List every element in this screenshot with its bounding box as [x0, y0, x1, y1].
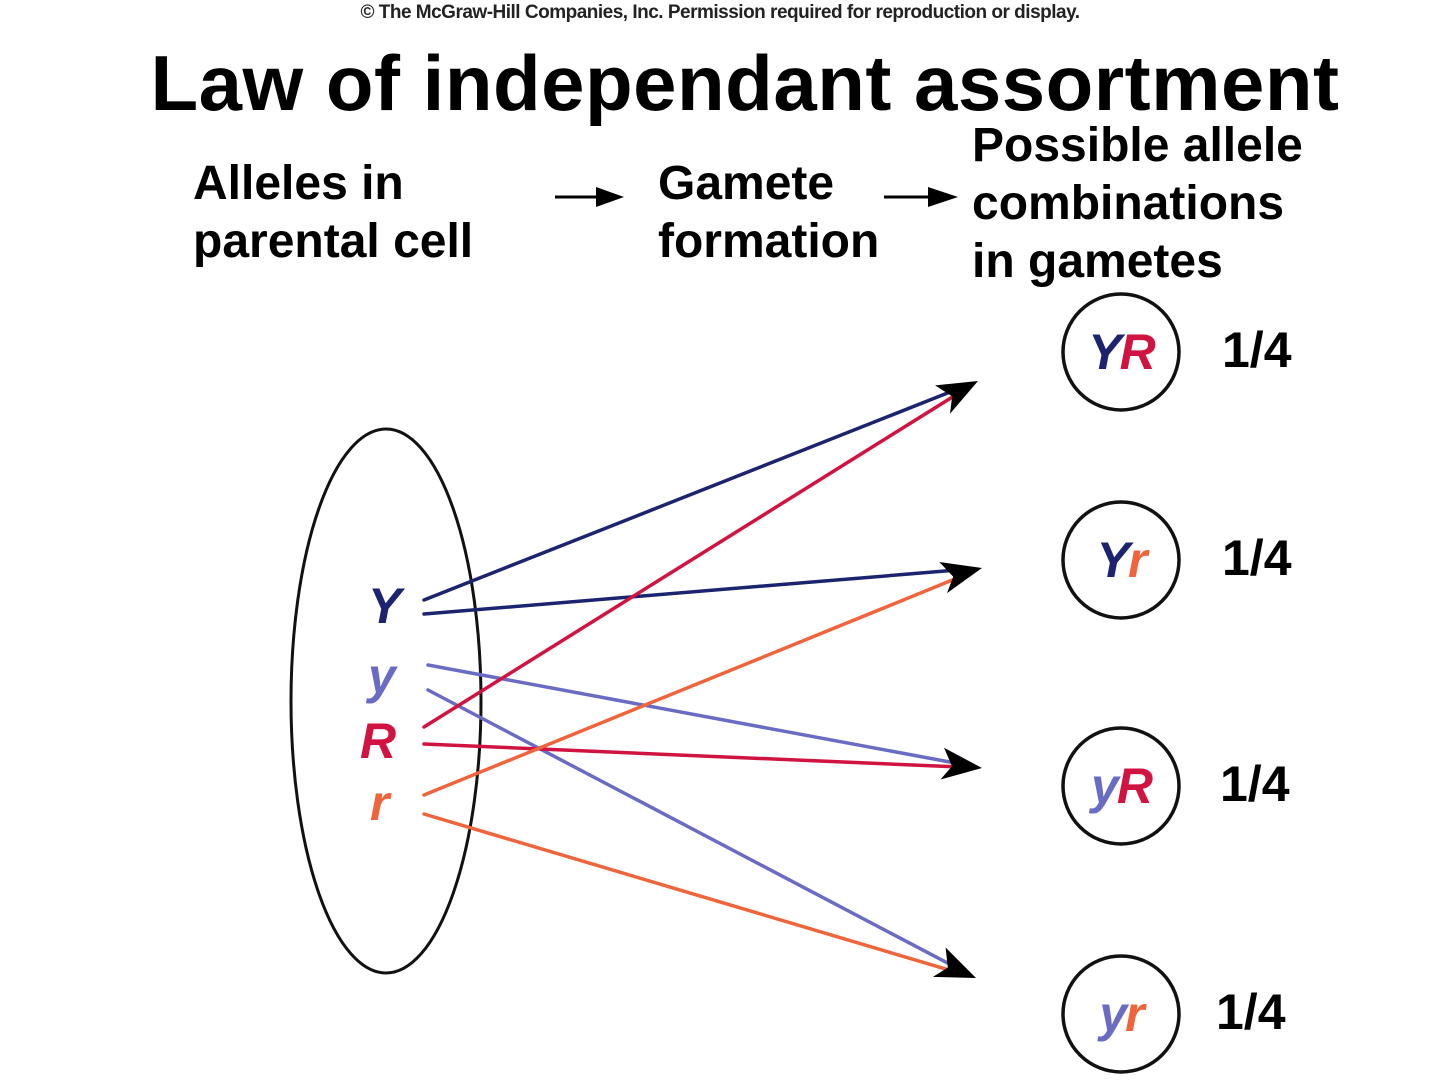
parental-cell-outline [289, 427, 483, 975]
heading-combos-line-1: Possible allele [972, 119, 1303, 172]
gamete-allele-first: Y [1088, 324, 1121, 380]
gamete-circle-4 [1061, 954, 1181, 1074]
arrowhead-gamete-2 [939, 562, 982, 594]
gamete-allele-second: r [1127, 532, 1148, 588]
gamete-probability: 1/4 [1222, 530, 1292, 586]
gamete-allele-first: Y [1096, 532, 1130, 588]
heading-combos-line-3: in gametes [972, 235, 1223, 288]
arrowhead-gamete-4 [932, 947, 976, 978]
heading-gamete-line-2: formation [658, 215, 880, 268]
line-y-to-gamete-4 [426, 688, 953, 967]
heading-parental-line-2: parental cell [193, 215, 474, 268]
gamete-label-YR: YR [1061, 324, 1181, 380]
arrow-to-gamete-formation [555, 187, 624, 207]
gamete-probability: 1/4 [1222, 322, 1292, 378]
line-r-to-gamete-2 [422, 576, 958, 797]
heading-gamete-formation: Gamete formation [658, 155, 879, 271]
line-Y-to-gamete-2 [422, 568, 956, 616]
gamete-allele-second: R [1119, 324, 1156, 380]
gamete-allele-second: R [1116, 758, 1153, 814]
copyright-notice: © The McGraw-Hill Companies, Inc. Permis… [360, 2, 1080, 23]
heading-gamete-line-1: Gamete [658, 157, 835, 210]
gamete-probability: 1/4 [1220, 756, 1290, 812]
diagram-title: Law of independant assortment [150, 39, 1340, 127]
line-R-to-gamete-1 [422, 394, 957, 729]
gamete-probability: 1/4 [1216, 984, 1286, 1040]
gamete-allele-second: r [1125, 986, 1145, 1042]
line-R-to-gamete-3 [422, 742, 956, 769]
heading-parental-line-1: Alleles in [193, 157, 404, 210]
gamete-allele-first: y [1091, 758, 1119, 814]
gamete-circle-2 [1061, 500, 1181, 620]
heading-parental-cell: Alleles in parental cell [193, 155, 473, 271]
line-r-to-gamete-4 [422, 812, 951, 972]
header-arrows [555, 187, 958, 207]
allele-R-dominant: R [360, 713, 397, 769]
line-y-to-gamete-3 [426, 663, 957, 765]
line-Y-to-gamete-1 [422, 389, 954, 602]
gamete-arrowheads [932, 381, 982, 978]
arrow-to-combinations [884, 187, 958, 207]
assortment-lines [422, 389, 958, 972]
gamete-label-Yr: Yr [1061, 532, 1181, 588]
arrowhead-gamete-1 [935, 381, 978, 414]
arrowhead-gamete-3 [940, 747, 982, 780]
heading-allele-combinations: Possible allele combinations in gametes [972, 117, 1303, 291]
allele-r-recessive: r [370, 775, 390, 831]
gamete-circle-1 [1061, 292, 1181, 412]
gamete-circles [1061, 292, 1181, 1074]
heading-combos-line-2: combinations [972, 177, 1285, 230]
gamete-label-yr: yr [1061, 986, 1181, 1042]
allele-y-recessive: y [368, 648, 396, 704]
allele-Y-dominant: Y [368, 578, 402, 634]
gamete-allele-first: y [1099, 986, 1127, 1042]
gamete-circle-3 [1061, 726, 1181, 846]
gamete-label-yR: yR [1061, 758, 1181, 814]
